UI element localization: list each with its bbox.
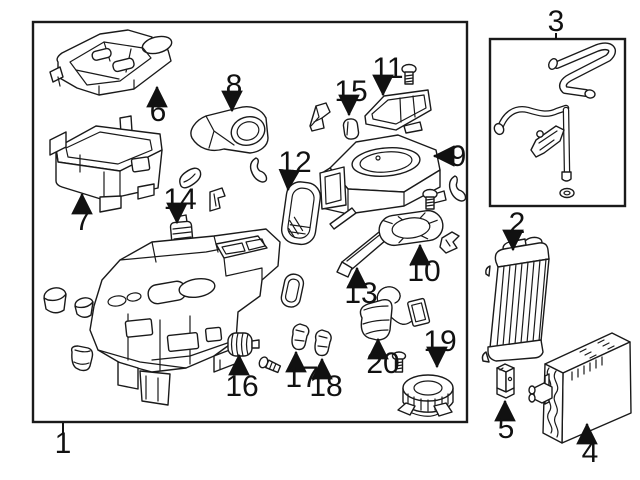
callout-10-label: 10 — [407, 255, 440, 288]
callout-18-label: 18 — [309, 370, 342, 403]
part-5-valve-illustration — [496, 363, 515, 399]
knob-illustration — [43, 287, 67, 314]
j-hook-illustration — [249, 157, 268, 183]
callout-12-arrow — [278, 168, 301, 192]
teardrop-clip-illustration — [179, 167, 202, 189]
part-3-hoses-illustration — [493, 42, 616, 199]
screw-illustration — [401, 63, 417, 85]
screw-illustration — [258, 356, 282, 374]
callout-arrows — [62, 33, 598, 445]
angle-bracket-illustration — [209, 187, 226, 212]
callout-8-label: 8 — [226, 69, 243, 102]
screw-illustration — [422, 188, 438, 210]
part-15-pad-illustration — [342, 118, 360, 140]
callout-7-label: 7 — [75, 204, 92, 237]
callout-1-label: 1 — [55, 427, 72, 460]
callout-3-label: 3 — [548, 5, 565, 38]
small-clip-illustration — [309, 102, 331, 132]
callout-9-label: 9 — [450, 140, 467, 173]
part-7-lower-case-illustration — [49, 115, 163, 213]
callout-14-label: 14 — [163, 183, 196, 216]
callout-12-label: 12 — [278, 146, 311, 179]
callout-17-label: 17 — [285, 361, 318, 394]
part-2-heater-core-illustration — [481, 236, 550, 363]
callout-11-label: 11 — [372, 52, 403, 85]
grommet-illustration — [280, 273, 305, 308]
callout-labels: 1 2 3 4 5 6 7 8 9 10 11 12 13 14 15 16 1… — [55, 5, 599, 469]
part-17-clip-illustration — [291, 323, 310, 351]
z-bracket-illustration — [439, 231, 460, 254]
part-10-plate-illustration — [378, 209, 444, 247]
callout-4-label: 4 — [582, 436, 599, 469]
part-12-seal-illustration — [280, 181, 322, 246]
part-18-clip-illustration — [314, 329, 332, 357]
stub-illustration — [74, 297, 94, 318]
part-19-blower-illustration — [397, 374, 454, 417]
part-16-knob-illustration — [227, 332, 260, 357]
part-8-duct-illustration — [190, 106, 269, 154]
parts-group-box-1 — [31, 20, 469, 424]
part-6-upper-case-illustration — [49, 29, 173, 96]
part-11-frame-illustration — [364, 89, 432, 134]
screw-illustration — [391, 351, 407, 373]
cap-illustration — [70, 345, 94, 372]
parts-group-box-3 — [488, 37, 627, 208]
callout-16-label: 16 — [225, 370, 258, 403]
part-4-evaporator-illustration — [528, 332, 632, 444]
callout-2-label: 2 — [509, 207, 526, 240]
part-20-harness-illustration — [359, 286, 431, 341]
callout-15-label: 15 — [334, 75, 367, 108]
callout-19-label: 19 — [423, 325, 456, 358]
j-hook-illustration — [448, 175, 467, 202]
callout-6-label: 6 — [150, 95, 167, 128]
callout-20-label: 20 — [366, 347, 399, 380]
callout-13-label: 13 — [344, 277, 377, 310]
part-9-housing-illustration — [319, 134, 447, 215]
callout-5-label: 5 — [498, 412, 515, 445]
